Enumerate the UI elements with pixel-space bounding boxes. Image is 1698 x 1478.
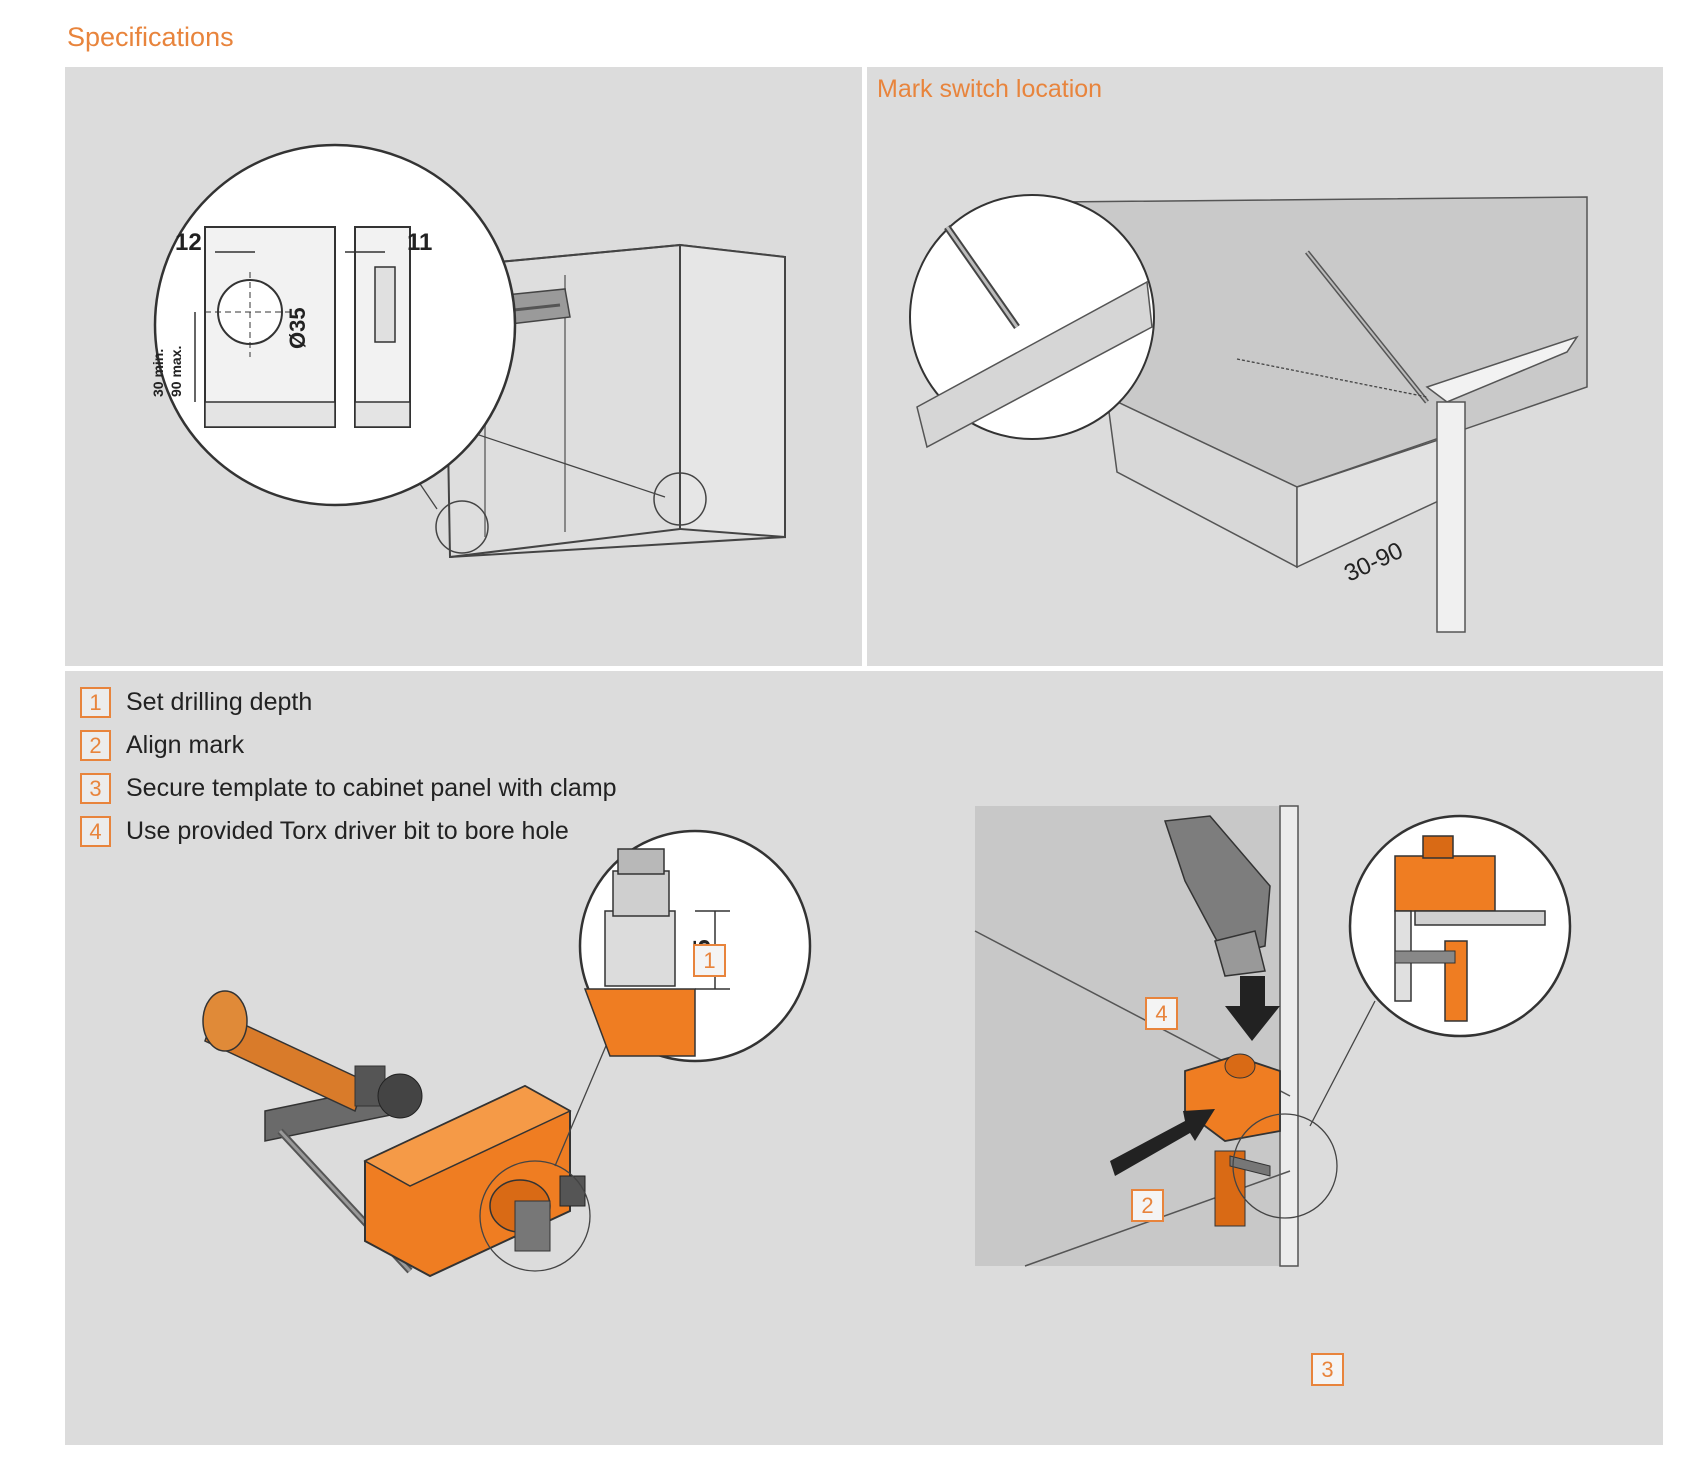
hinge-detail-circle-right xyxy=(653,472,707,526)
push-arrow xyxy=(1110,1109,1215,1176)
dimension-min: 30 min. xyxy=(150,349,166,397)
right-detail-magnified xyxy=(1348,814,1572,1038)
callout-1: 1 xyxy=(693,944,726,977)
specifications-panel: 12 11 Ø35 30 min. 90 max. xyxy=(65,67,862,666)
callout-2: 2 xyxy=(1131,1189,1164,1222)
mark-panel-title: Mark switch location xyxy=(877,75,1103,103)
magnified-detail: 12 11 Ø35 30 min. 90 max. xyxy=(150,143,517,507)
step-text: Align mark xyxy=(126,731,245,759)
steps-drawing: 15 xyxy=(202,805,1572,1278)
steps-panel: 1 Set drilling depth 2 Align mark 3 Secu… xyxy=(65,671,1663,1445)
orange-template xyxy=(363,1084,586,1278)
step-number: 2 xyxy=(80,730,111,761)
callout-3: 3 xyxy=(1311,1353,1344,1386)
bore-detail-circle xyxy=(479,1160,591,1272)
step-2: 2 Align mark xyxy=(80,724,617,767)
step-3: 3 Secure template to cabinet panel with … xyxy=(80,767,617,810)
step-1: 1 Set drilling depth xyxy=(80,681,617,724)
dimension-12: 12 xyxy=(175,229,202,256)
mark-switch-drawing: 30-90 xyxy=(909,194,1588,633)
pencil-magnified xyxy=(909,194,1155,449)
dimension-11: 11 xyxy=(407,229,432,256)
right-template xyxy=(1184,1053,1281,1227)
pencil xyxy=(1305,250,1429,404)
hinge-detail-circle-left xyxy=(435,500,489,554)
step-text: Secure template to cabinet panel with cl… xyxy=(126,774,617,802)
cabinet-drawing: 12 11 Ø35 30 min. 90 max. xyxy=(150,143,786,559)
drill xyxy=(1163,815,1280,1041)
page-title: Specifications xyxy=(67,22,234,52)
callout-4: 4 xyxy=(1145,997,1178,1030)
step-number: 3 xyxy=(80,773,111,804)
steps-legend: 1 Set drilling depth 2 Align mark 3 Secu… xyxy=(80,681,617,853)
step-text: Set drilling depth xyxy=(126,688,313,716)
step-text: Use provided Torx driver bit to bore hol… xyxy=(126,817,569,845)
right-detail-circle xyxy=(1232,1113,1338,1219)
dimension-max: 90 max. xyxy=(168,346,184,397)
step-number: 4 xyxy=(80,816,111,847)
range-30-90: 30-90 xyxy=(1340,537,1407,587)
step-number: 1 xyxy=(80,687,111,718)
mark-switch-panel: Mark switch location 30-90 xyxy=(867,67,1663,666)
cabinet-box xyxy=(443,243,786,559)
step-4: 4 Use provided Torx driver bit to bore h… xyxy=(80,810,617,853)
door-panel xyxy=(1425,335,1579,633)
dimension-diameter: Ø35 xyxy=(285,307,310,349)
depth-detail-magnified: 15 xyxy=(578,829,812,1063)
